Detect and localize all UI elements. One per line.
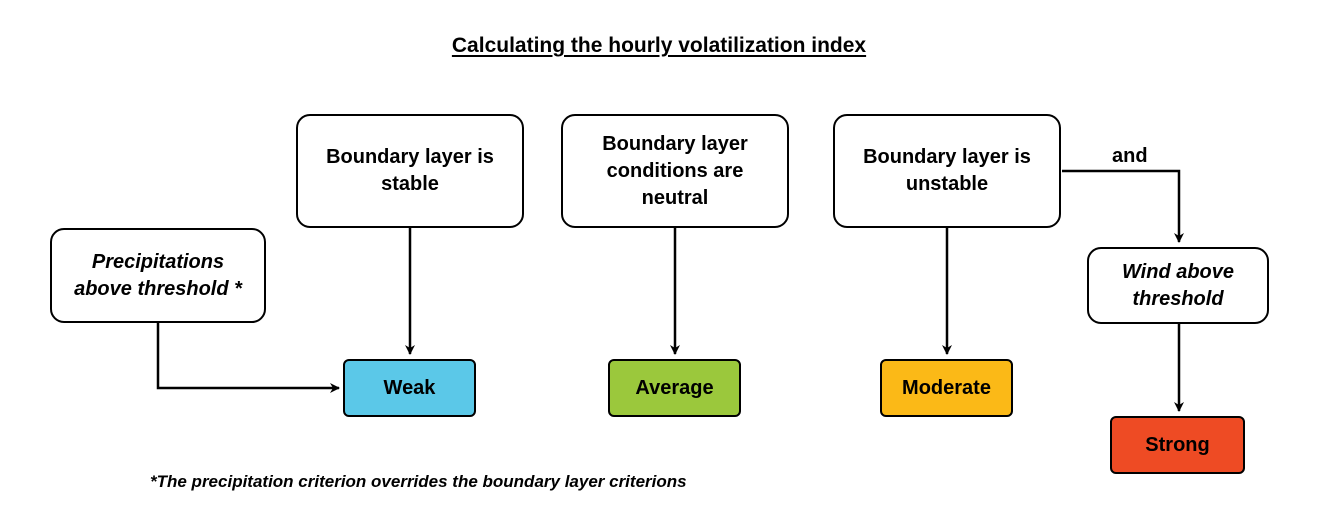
result-moderate: Moderate	[880, 359, 1013, 417]
result-weak: Weak	[343, 359, 476, 417]
condition-stable: Boundary layer is stable	[296, 114, 524, 228]
condition-precipitation: Precipitations above threshold *	[50, 228, 266, 323]
and-label: and	[1112, 145, 1148, 167]
condition-wind: Wind above threshold	[1087, 247, 1269, 324]
condition-unstable: Boundary layer is unstable	[833, 114, 1061, 228]
condition-neutral: Boundary layer conditions are neutral	[561, 114, 789, 228]
arrow-precipitation-to-weak	[156, 323, 340, 393]
result-average: Average	[608, 359, 741, 417]
diagram-title: Calculating the hourly volatilization in…	[451, 34, 867, 57]
arrow-unstable-to-wind	[1062, 169, 1184, 243]
result-strong: Strong	[1110, 416, 1245, 474]
footnote: *The precipitation criterion overrides t…	[150, 472, 687, 491]
